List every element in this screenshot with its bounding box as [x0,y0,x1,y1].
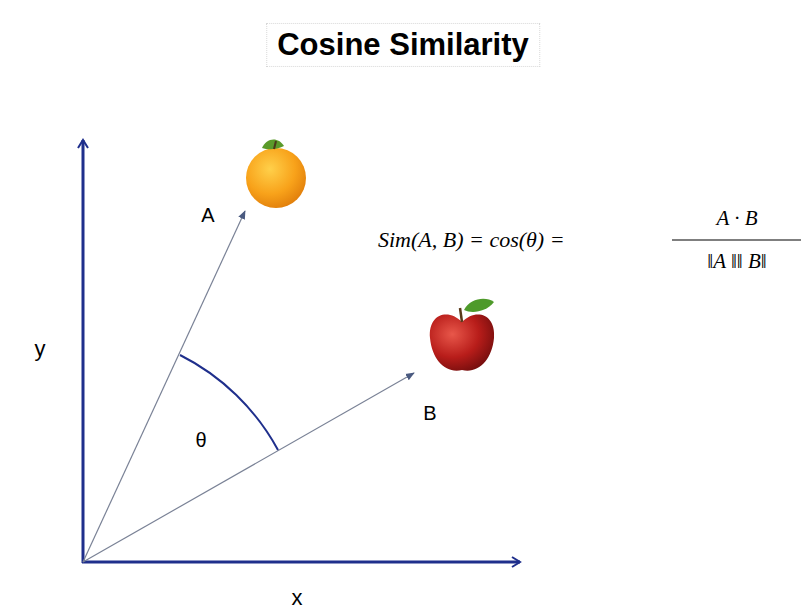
vector-a [83,211,245,562]
vector-b [83,373,414,562]
diagram-title: Cosine Similarity [266,23,540,67]
fraction-bar [672,239,801,240]
formula-numerator: A · B [716,207,757,230]
x-axis [82,561,520,564]
vector-label: B [423,402,436,424]
angle-arc [180,355,278,450]
y-axis [82,140,85,563]
formula-text: Sim(A, B) = cos(θ) = [378,228,565,252]
axis-label: y [35,337,46,361]
orange-picture [246,139,306,208]
apple-picture [430,299,494,371]
angle-label: θ [195,429,206,451]
formula-denominator: ‖A ‖‖ B‖ [707,250,766,273]
vector-label: A [201,204,214,226]
axis-label: x [292,586,303,610]
